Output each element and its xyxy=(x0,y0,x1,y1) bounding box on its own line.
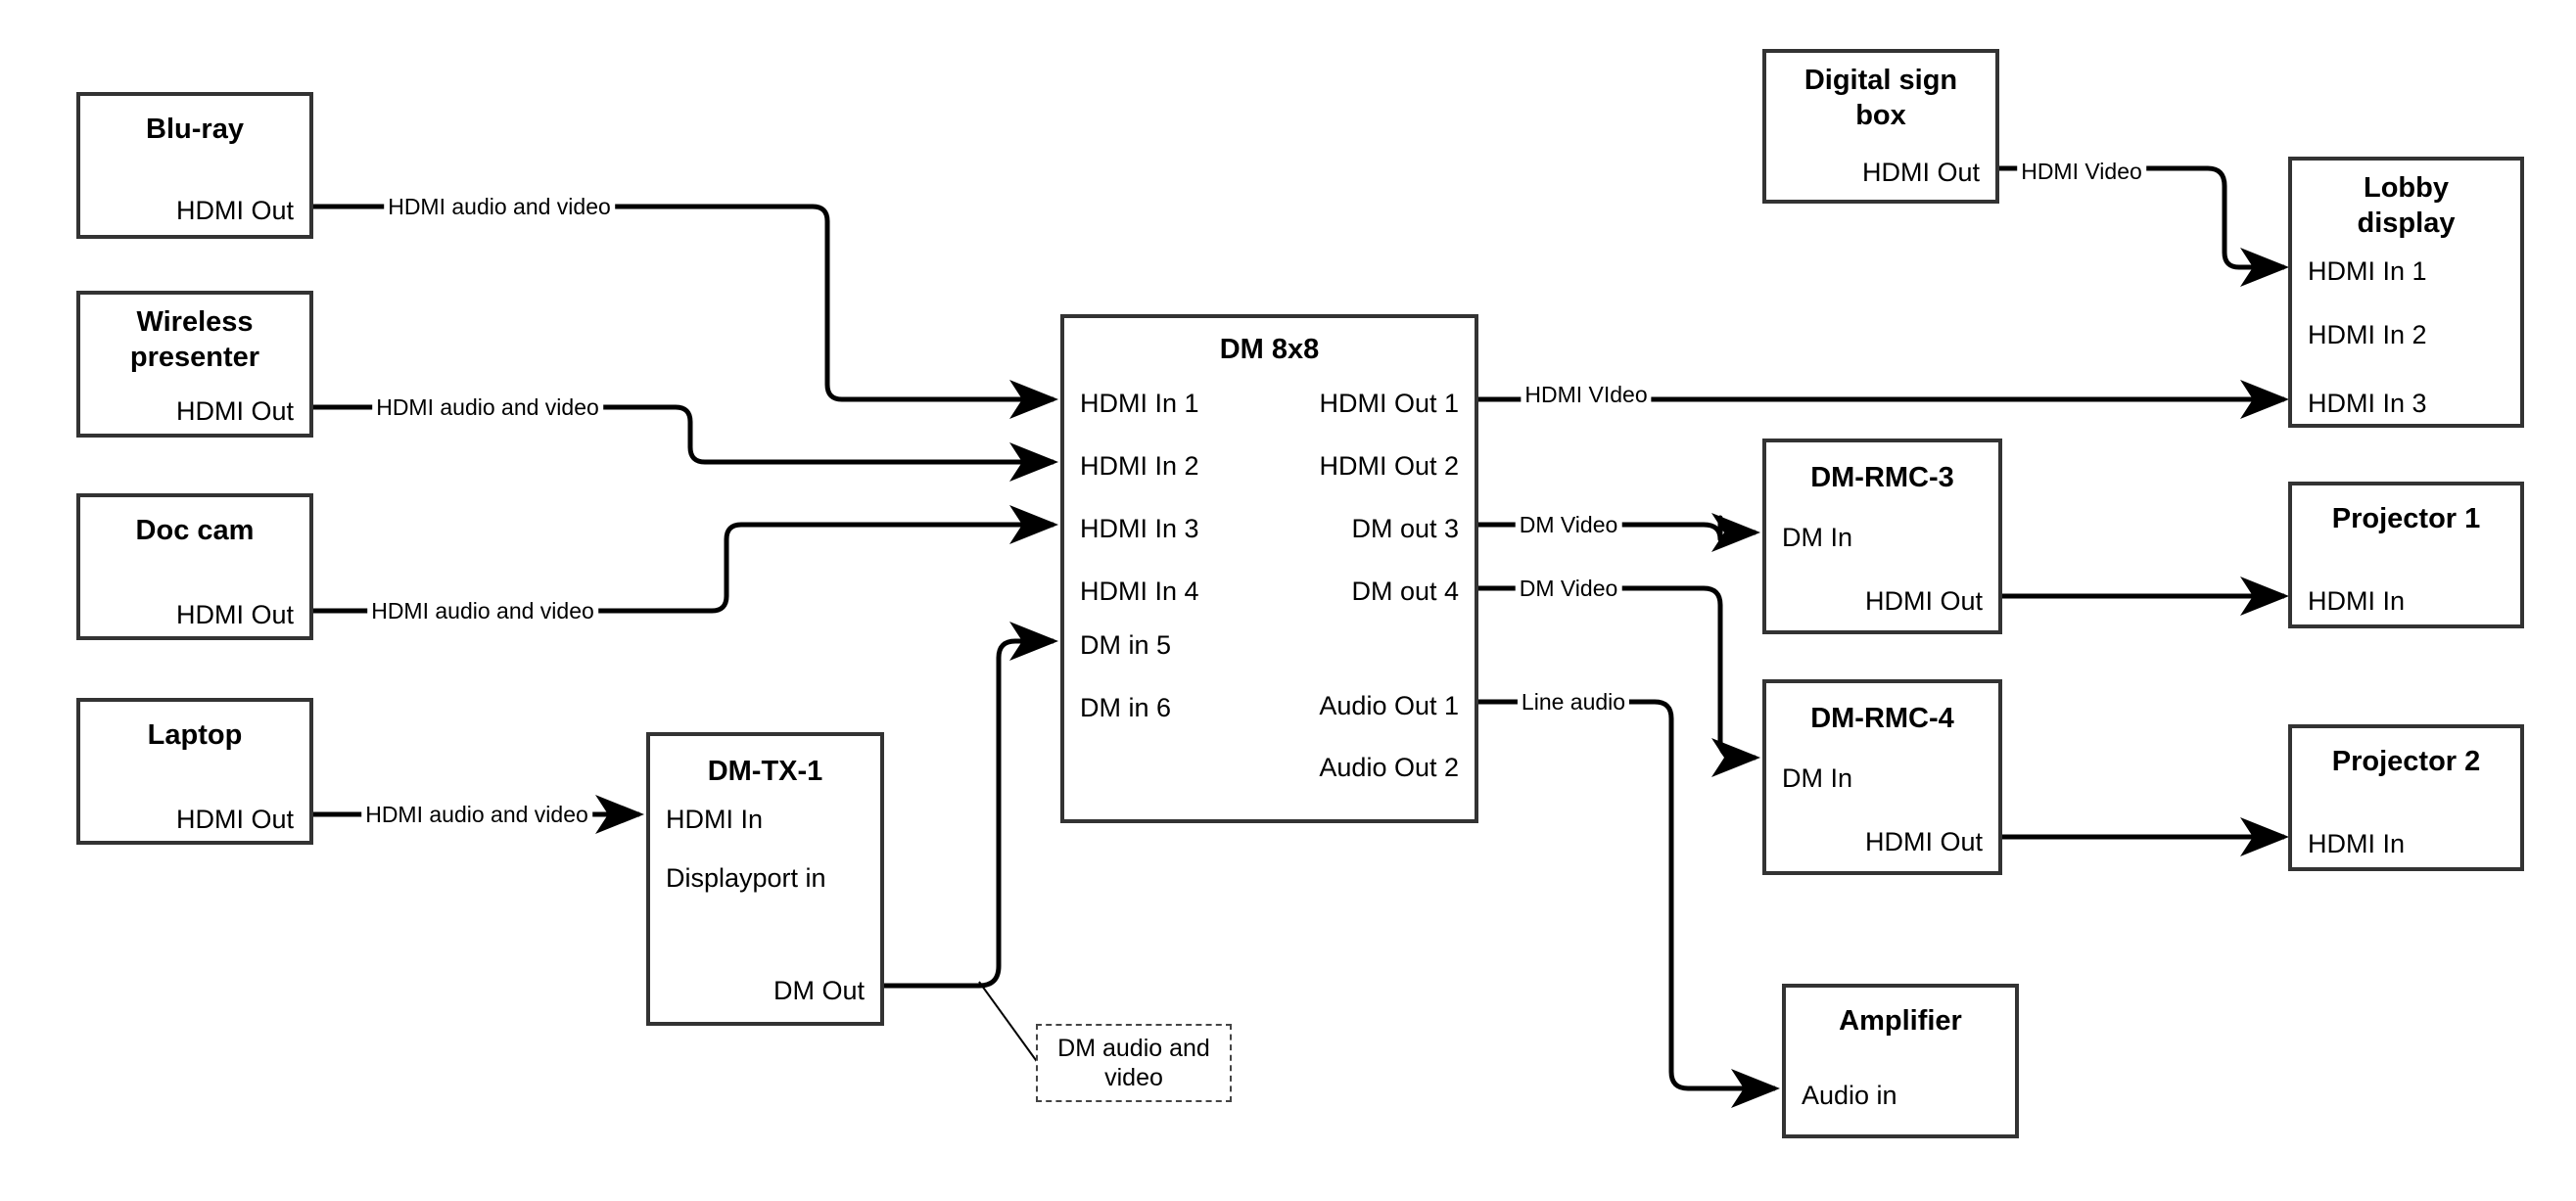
wire-label-wireless-to-dm8x8: HDMI audio and video xyxy=(372,394,603,420)
node-dm-8x8-port-hdmi-in-3[interactable]: HDMI In 3 xyxy=(1080,514,1199,543)
node-dm-rmc-3[interactable]: DM-RMC-3 DM In HDMI Out xyxy=(1762,439,2002,634)
node-dm-8x8-port-hdmi-in-2[interactable]: HDMI In 2 xyxy=(1080,451,1199,481)
node-lobby-display[interactable]: Lobby display HDMI In 1 HDMI In 2 HDMI I… xyxy=(2288,157,2524,428)
node-lobby-display-port-hdmi-in-3[interactable]: HDMI In 3 xyxy=(2308,389,2427,418)
wire-dmout4-to-rmc4 xyxy=(1478,585,1760,777)
node-amplifier-port-audio-in[interactable]: Audio in xyxy=(1802,1081,1897,1110)
node-dm-rmc-4-title: DM-RMC-4 xyxy=(1810,703,1954,734)
node-wireless-presenter[interactable]: Wireless presenter HDMI Out xyxy=(76,291,313,438)
node-dm-tx-1-title: DM-TX-1 xyxy=(707,756,823,787)
node-dm-rmc-3-port-dm-in[interactable]: DM In xyxy=(1782,523,1853,552)
node-projector-1-port-hdmi-in[interactable]: HDMI In xyxy=(2308,586,2406,616)
wire-audioout1-to-amplifier xyxy=(1478,699,1780,1108)
node-dm-8x8-port-hdmi-in-1[interactable]: HDMI In 1 xyxy=(1080,389,1199,418)
node-dm-8x8-port-hdmi-out-2[interactable]: HDMI Out 2 xyxy=(1319,451,1459,481)
node-dm-rmc-4-port-dm-in[interactable]: DM In xyxy=(1782,763,1853,793)
node-dm-8x8-port-dm-in-6[interactable]: DM in 6 xyxy=(1080,693,1172,722)
node-amplifier[interactable]: Amplifier Audio in xyxy=(1782,984,2019,1138)
node-dm-8x8-port-hdmi-in-4[interactable]: HDMI In 4 xyxy=(1080,577,1199,606)
node-laptop[interactable]: Laptop HDMI Out xyxy=(76,698,313,845)
node-projector-1-title: Projector 1 xyxy=(2331,503,2481,534)
node-doc-cam-port-hdmi-out[interactable]: HDMI Out xyxy=(175,600,294,629)
node-laptop-port-hdmi-out[interactable]: HDMI Out xyxy=(175,805,294,834)
wire-label-dmout3-to-rmc3: DM Video xyxy=(1515,512,1622,537)
node-dm-8x8-port-dm-out-3[interactable]: DM out 3 xyxy=(1351,514,1459,543)
node-lobby-display-port-hdmi-in-1[interactable]: HDMI In 1 xyxy=(2308,256,2427,286)
node-dm-8x8-port-dm-in-5[interactable]: DM in 5 xyxy=(1080,630,1172,660)
node-doc-cam[interactable]: Doc cam HDMI Out xyxy=(76,493,313,640)
node-dm-rmc-4[interactable]: DM-RMC-4 DM In HDMI Out xyxy=(1762,679,2002,875)
node-dm-rmc-3-title: DM-RMC-3 xyxy=(1810,462,1954,493)
wire-dmtx1-to-dm8x8 xyxy=(884,622,1058,989)
node-dm-tx-1-port-hdmi-in[interactable]: HDMI In xyxy=(666,805,764,834)
node-dm-tx-1-port-displayport-in[interactable]: Displayport in xyxy=(666,863,826,893)
node-dm-rmc-3-port-hdmi-out[interactable]: HDMI Out xyxy=(1864,586,1983,616)
node-lobby-display-title: Lobby display xyxy=(2357,172,2456,239)
node-dm-tx-1-port-dm-out[interactable]: DM Out xyxy=(773,976,865,1005)
node-wireless-presenter-port-hdmi-out[interactable]: HDMI Out xyxy=(175,396,294,426)
node-projector-1[interactable]: Projector 1 HDMI In xyxy=(2288,482,2524,628)
wire-bluray-to-dm8x8 xyxy=(313,204,1058,419)
node-dm-8x8-port-audio-out-2[interactable]: Audio Out 2 xyxy=(1319,753,1459,782)
node-laptop-title: Laptop xyxy=(147,719,243,751)
node-dm-rmc-4-port-hdmi-out[interactable]: HDMI Out xyxy=(1864,827,1983,856)
node-dm-8x8-port-audio-out-1[interactable]: Audio Out 1 xyxy=(1319,691,1459,720)
node-bluray-port-hdmi-out[interactable]: HDMI Out xyxy=(175,196,294,225)
wire-label-bluray-to-dm8x8: HDMI audio and video xyxy=(384,194,615,219)
node-dm-tx-1[interactable]: DM-TX-1 HDMI In Displayport in DM Out xyxy=(646,732,884,1026)
node-lobby-display-port-hdmi-in-2[interactable]: HDMI In 2 xyxy=(2308,320,2427,349)
node-dm-8x8-port-hdmi-out-1[interactable]: HDMI Out 1 xyxy=(1319,389,1459,418)
node-digital-sign-box-port-hdmi-out[interactable]: HDMI Out xyxy=(1861,158,1980,187)
node-digital-sign-box[interactable]: Digital sign box HDMI Out xyxy=(1762,49,1999,204)
wire-label-doccam-to-dm8x8: HDMI audio and video xyxy=(367,598,598,624)
node-dm-8x8[interactable]: DM 8x8 HDMI In 1 HDMI In 2 HDMI In 3 HDM… xyxy=(1060,314,1478,823)
node-dm-8x8-title: DM 8x8 xyxy=(1219,334,1320,365)
node-dm-8x8-port-dm-out-4[interactable]: DM out 4 xyxy=(1351,577,1459,606)
node-digital-sign-box-title: Digital sign box xyxy=(1803,65,1958,131)
wire-label-audioout1-to-amplifier: Line audio xyxy=(1517,689,1630,715)
node-doc-cam-title: Doc cam xyxy=(135,515,255,546)
node-bluray-title: Blu-ray xyxy=(146,114,244,145)
wire-label-hdmiout1-to-lobby: HDMI VIdeo xyxy=(1521,382,1652,407)
node-wireless-presenter-title: Wireless presenter xyxy=(129,306,260,373)
wire-label-dmout4-to-rmc4: DM Video xyxy=(1515,576,1622,601)
note-dm-audio-and-video: DM audio and video xyxy=(1036,1024,1232,1102)
wire-label-signbox-to-lobby: HDMI Video xyxy=(2017,159,2146,184)
node-projector-2-port-hdmi-in[interactable]: HDMI In xyxy=(2308,829,2406,858)
node-projector-2-title: Projector 2 xyxy=(2331,746,2481,777)
node-bluray[interactable]: Blu-ray HDMI Out xyxy=(76,92,313,239)
wire-label-laptop-to-dmtx1: HDMI audio and video xyxy=(361,802,592,827)
node-projector-2[interactable]: Projector 2 HDMI In xyxy=(2288,724,2524,871)
node-amplifier-title: Amplifier xyxy=(1839,1005,1962,1037)
note-leader-line xyxy=(978,981,1042,1068)
